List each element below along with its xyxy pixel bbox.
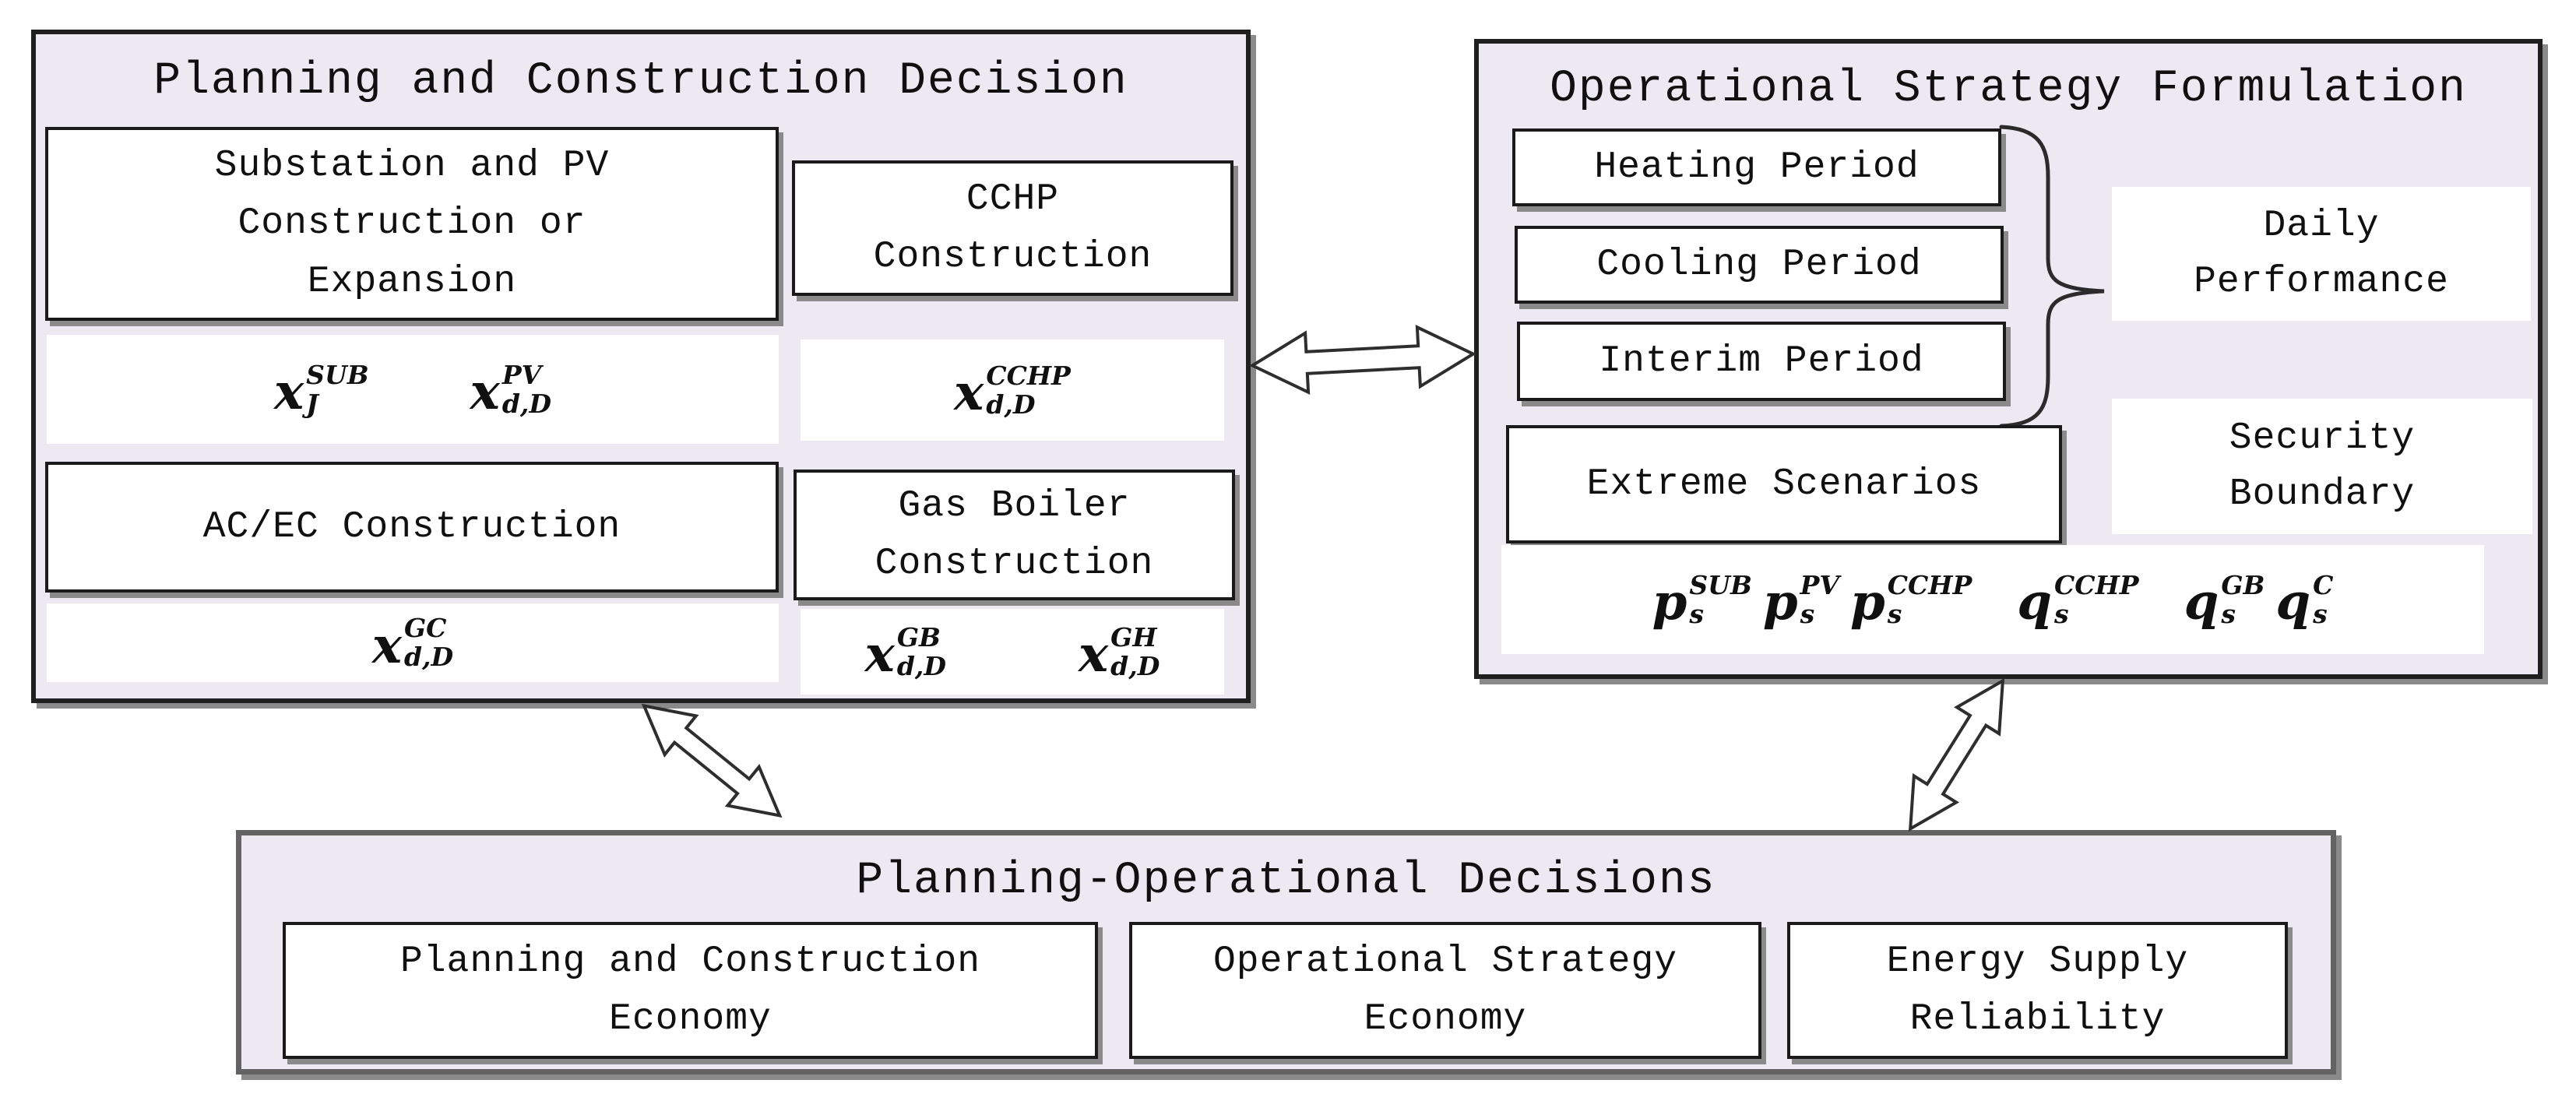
math-var-x-gh: x GH d,D	[1079, 621, 1160, 684]
substation-pv-box: Substation and PV Construction or Expans…	[45, 127, 779, 321]
energy-supply-reliability-box: Energy Supply Reliability	[1787, 922, 2288, 1059]
decisions-panel-title: Planning-Operational Decisions	[856, 856, 1716, 906]
planning-panel-title: Planning and Construction Decision	[153, 56, 1128, 107]
math-var-x-gc: x GC d,D	[371, 613, 454, 675]
operational-panel-title: Operational Strategy Formulation	[1550, 64, 2467, 114]
heating-period-box: Heating Period	[1512, 128, 2001, 206]
operational-strategy-economy-box: Operational Strategy Economy	[1129, 922, 1761, 1059]
security-boundary-label: Security Boundary	[2112, 399, 2532, 534]
planning-construction-economy-box: Planning and Construction Economy	[283, 922, 1098, 1059]
substation-pv-variables: x SUB J x PV d,D	[47, 335, 779, 444]
operational-variables: p SUB s p PV s p CCHP s	[1501, 545, 2484, 654]
math-var-x-sub: x SUB J	[273, 359, 369, 421]
acec-construction-box: AC/EC Construction	[45, 462, 779, 593]
math-var-p-cchp: p CCHP s	[1850, 569, 1972, 631]
math-var-q-cchp: q CCHP s	[2017, 569, 2139, 631]
math-var-p-pv: p PV s	[1762, 569, 1840, 631]
extreme-scenarios-box: Extreme Scenarios	[1506, 425, 2062, 543]
daily-performance-label: Daily Performance	[2112, 187, 2531, 321]
cchp-variable: x CCHP d,D	[801, 339, 1224, 441]
decisions-panel: Planning-Operational Decisions Planning …	[236, 830, 2336, 1075]
periods-brace-icon	[1999, 125, 2105, 428]
math-var-x-cchp: x CCHP d,D	[954, 360, 1071, 422]
cooling-period-box: Cooling Period	[1515, 226, 2004, 304]
cchp-construction-box: CCHP Construction	[792, 160, 1233, 296]
math-var-x-pv: x PV d,D	[470, 359, 551, 421]
double-arrow-horizontal-icon	[1249, 325, 1476, 395]
math-var-p-sub: p SUB s	[1652, 569, 1752, 631]
acec-variable: x GC d,D	[47, 603, 779, 682]
planning-panel: Planning and Construction Decision Subst…	[31, 30, 1251, 703]
double-arrow-operational-decisions-icon	[1908, 677, 2005, 832]
math-var-q-c: q C s	[2275, 569, 2334, 631]
operational-panel: Operational Strategy Formulation Heating…	[1474, 39, 2543, 679]
math-var-x-gb: x GB d,D	[864, 621, 946, 684]
gas-boiler-construction-box: Gas Boiler Construction	[794, 470, 1235, 600]
gas-boiler-variables: x GB d,D x GH d,D	[801, 609, 1224, 695]
interim-period-box: Interim Period	[1517, 322, 2006, 401]
math-var-q-gb: q GB s	[2184, 569, 2265, 631]
double-arrow-planning-decisions-icon	[641, 703, 783, 818]
